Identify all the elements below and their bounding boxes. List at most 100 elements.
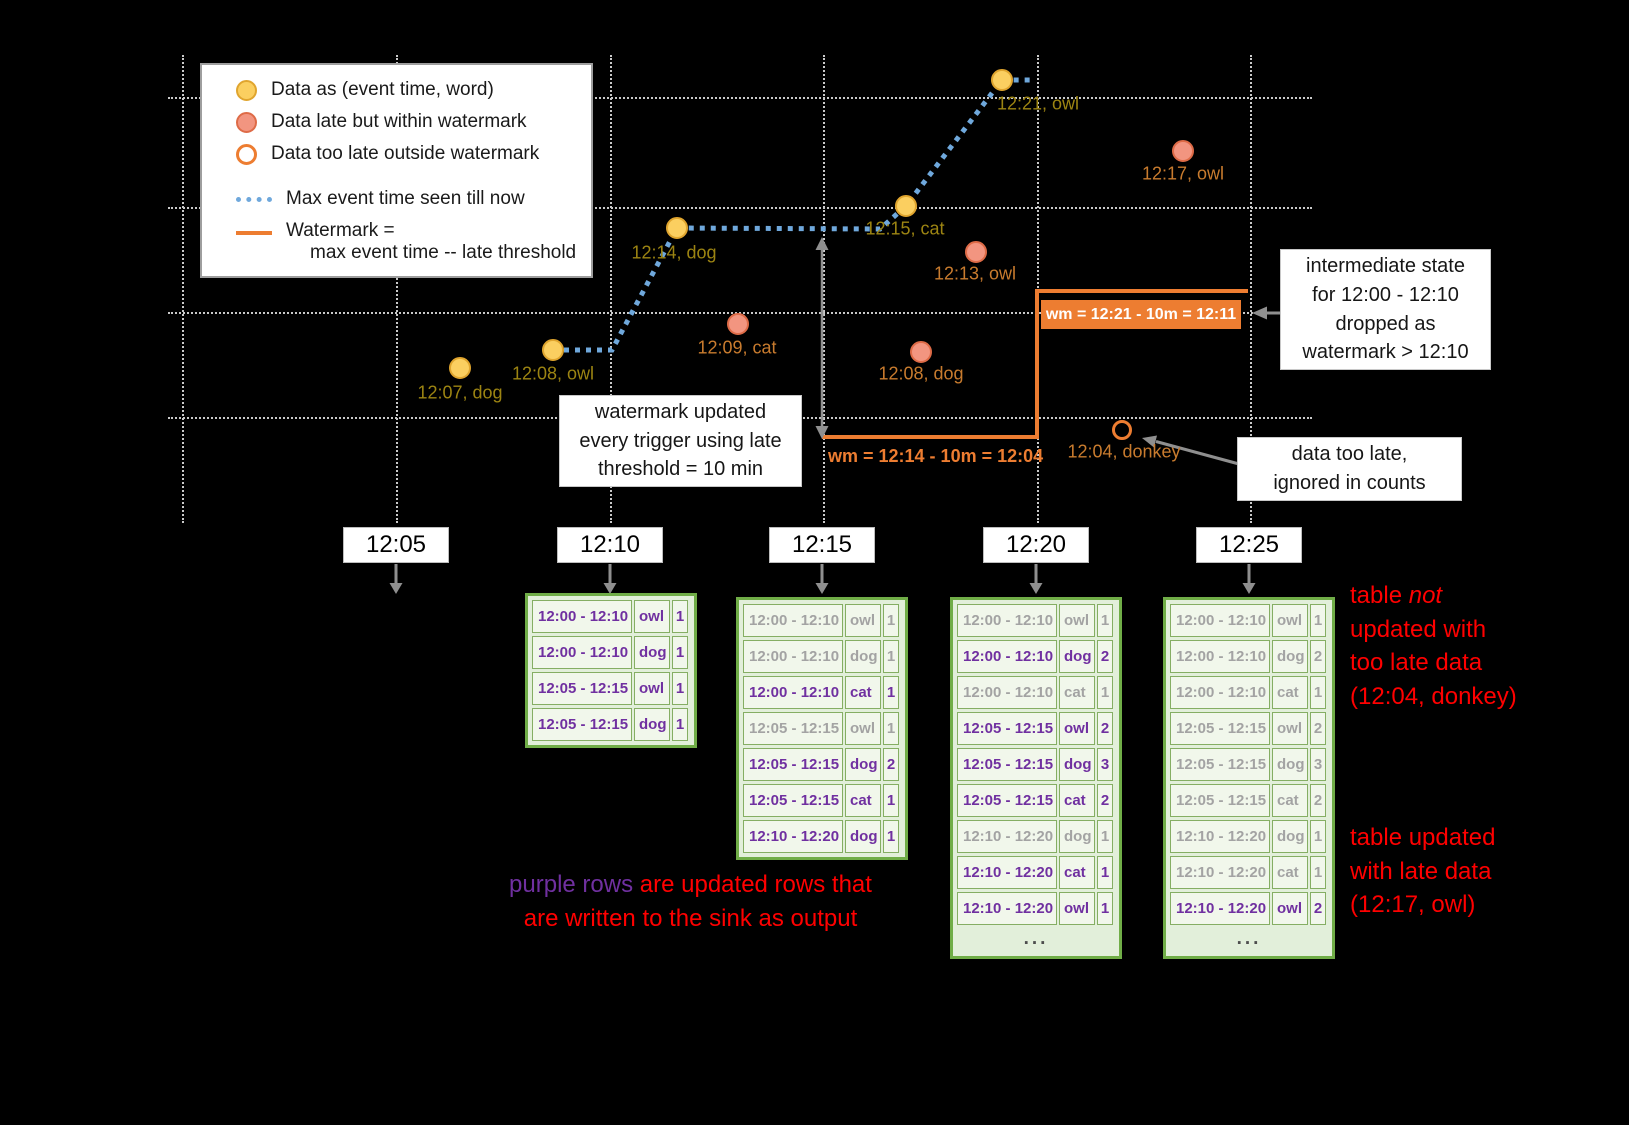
data-point-label: 12:08, dog [878,363,964,384]
count-cell: 1 [883,640,899,673]
data-point-12-14-dog [666,217,688,239]
window-cell: 12:00 - 12:10 [957,676,1057,709]
word-cell: owl [1272,892,1308,925]
count-cell: 1 [883,604,899,637]
note-line: too late data [1350,649,1483,677]
word-cell: owl [1059,712,1095,745]
count-cell: 2 [1097,712,1113,745]
max-event-time-line-icon [236,196,272,202]
note-line: for 12:00 - 12:10 [1312,283,1459,306]
legend-item-max-event-time: Max event time seen till now [236,188,581,210]
word-cell: cat [1059,784,1095,817]
data-point-label: 12:15, cat [865,218,945,239]
count-cell: 1 [1310,604,1326,637]
count-cell: 1 [672,600,688,633]
window-cell: 12:05 - 12:15 [532,672,632,705]
note-line: table not [1350,582,1443,609]
watermark-line-icon [236,231,272,235]
data-point-12-17-owl [1172,140,1194,162]
note-line: watermark updated [594,401,767,424]
count-cell: 2 [1097,784,1113,817]
window-cell: 12:05 - 12:15 [743,712,843,745]
legend-label: Data too late outside watermark [271,143,540,164]
watermark-value-low: wm = 12:14 - 10m = 12:04 [828,446,1044,466]
too-late-note-arrow [1142,435,1240,466]
note-line: dropped as [1335,312,1436,335]
watermark-line [822,289,1248,439]
count-cell: 2 [1310,784,1326,817]
count-cell: 3 [1097,748,1113,781]
word-cell: cat [1272,784,1308,817]
table-not-updated-note: table not updated with too late data (12… [1350,579,1540,713]
grid-line-vertical [610,55,612,523]
word-cell: cat [1272,856,1308,889]
window-cell: 12:05 - 12:15 [1170,784,1270,817]
word-cell: dog [845,748,881,781]
window-cell: 12:05 - 12:15 [957,712,1057,745]
window-cell: 12:05 - 12:15 [743,748,843,781]
legend-label-line: Watermark = [286,220,395,241]
word-cell: owl [1059,892,1095,925]
count-cell: 1 [1097,892,1113,925]
trigger-time-12:15: 12:15 [769,527,875,563]
count-cell: 2 [883,748,899,781]
data-point-label: 12:07, dog [417,382,503,403]
window-cell: 12:10 - 12:20 [1170,856,1270,889]
note-line: purple rows are updated rows that [509,871,872,898]
data-point-label: 12:13, owl [933,263,1017,284]
window-cell: 12:05 - 12:15 [1170,712,1270,745]
count-cell: 2 [1097,640,1113,673]
word-cell: owl [1059,604,1095,637]
word-cell: dog [1272,640,1308,673]
intermediate-state-dropped-note: intermediate state for 12:00 - 12:10 dro… [1280,249,1491,370]
data-point-12-07-dog [449,357,471,379]
window-cell: 12:00 - 12:10 [1170,676,1270,709]
window-cell: 12:00 - 12:10 [532,600,632,633]
data-point-label: 12:04, donkey [1067,441,1181,462]
window-cell: 12:00 - 12:10 [1170,640,1270,673]
trigger-time-12:20: 12:20 [983,527,1089,563]
note-line: intermediate state [1306,255,1465,278]
word-cell: owl [634,672,670,705]
count-cell: 3 [1310,748,1326,781]
watermark-value-high: wm = 12:21 - 10m = 12:11 [1041,300,1241,329]
data-point-label: 12:08, owl [511,363,595,384]
data-point-12-04-donkey [1112,420,1132,440]
count-cell: 1 [883,676,899,709]
data-point-label: 12:09, cat [697,337,777,358]
legend-label: Data late but within watermark [271,111,527,132]
window-cell: 12:00 - 12:10 [532,636,632,669]
table-ellipsis: ... [1236,928,1262,949]
trigger-arrowhead [1029,583,1043,594]
count-cell: 2 [1310,640,1326,673]
data-point-12-08-owl [542,339,564,361]
table-ellipsis: ... [1023,928,1049,949]
window-cell: 12:05 - 12:15 [1170,748,1270,781]
word-cell: dog [634,708,670,741]
data-point-12-09-cat [727,313,749,335]
trigger-time-12:25: 12:25 [1196,527,1302,563]
window-cell: 12:10 - 12:20 [957,892,1057,925]
